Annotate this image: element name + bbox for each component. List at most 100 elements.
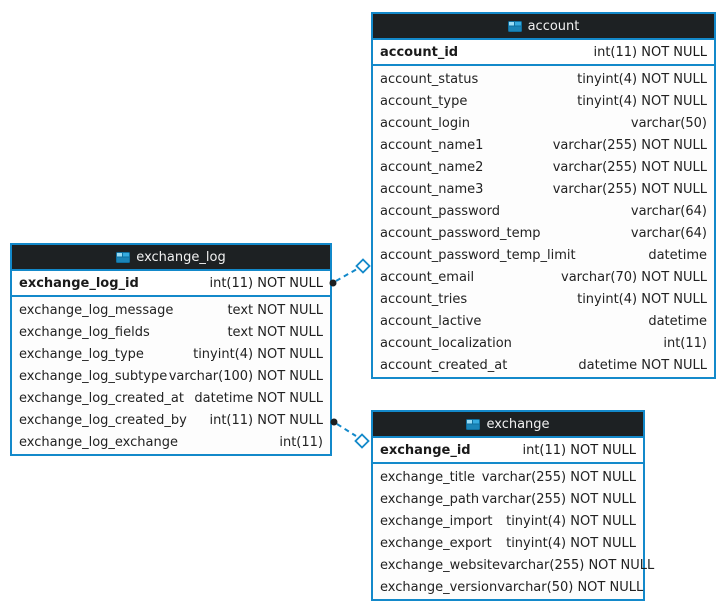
column-name: account_status xyxy=(380,71,479,87)
relationship-diamond xyxy=(354,433,370,449)
column-name: exchange_title xyxy=(380,469,475,485)
table-row[interactable]: account_created_at datetime NOT NULL xyxy=(373,354,714,376)
column-type: tinyint(4) NOT NULL xyxy=(506,513,636,529)
column-name: account_name3 xyxy=(380,181,484,197)
column-name: account_email xyxy=(380,269,475,285)
column-type: tinyint(4) NOT NULL xyxy=(193,346,323,362)
column-name: exchange_log_exchange xyxy=(19,434,178,450)
column-type: int(11) xyxy=(663,335,707,351)
table-title: account xyxy=(527,18,580,34)
column-name: account_id xyxy=(380,44,459,60)
column-type: tinyint(4) NOT NULL xyxy=(506,535,636,551)
table-row[interactable]: account_status tinyint(4) NOT NULL xyxy=(373,68,714,90)
column-type: varchar(50) xyxy=(630,115,707,131)
table-row[interactable]: account_password_temp_limit datetime xyxy=(373,244,714,266)
column-name: exchange_log_type xyxy=(19,346,144,362)
table-row[interactable]: exchange_log_fields text NOT NULL xyxy=(12,321,330,343)
column-type: int(11) NOT NULL xyxy=(522,442,636,458)
table-row[interactable]: exchange_log_exchange int(11) xyxy=(12,431,330,453)
pk-row[interactable]: account_id int(11) NOT NULL xyxy=(373,40,714,66)
column-name: account_login xyxy=(380,115,470,131)
column-type: varchar(70) NOT NULL xyxy=(561,269,707,285)
column-type: datetime xyxy=(648,313,707,329)
column-type: int(11) NOT NULL xyxy=(209,412,323,428)
column-type: tinyint(4) NOT NULL xyxy=(577,71,707,87)
column-name: exchange_version xyxy=(380,579,498,595)
column-name: exchange_log_created_by xyxy=(19,412,187,428)
column-name: account_password_temp_limit xyxy=(380,247,576,263)
table-row[interactable]: exchange_log_created_at datetime NOT NULL xyxy=(12,387,330,409)
column-type: text NOT NULL xyxy=(227,324,323,340)
column-type: int(11) xyxy=(279,434,323,450)
table-exchange-log-header[interactable]: exchange_log xyxy=(12,245,330,271)
column-name: exchange_log_message xyxy=(19,302,174,318)
column-type: tinyint(4) NOT NULL xyxy=(577,291,707,307)
column-type: datetime xyxy=(648,247,707,263)
column-name: exchange_log_id xyxy=(19,275,139,291)
column-name: account_lactive xyxy=(380,313,482,329)
column-type: text NOT NULL xyxy=(227,302,323,318)
table-row[interactable]: exchange_log_message text NOT NULL xyxy=(12,299,330,321)
relationship-exchange-log-exchange[interactable] xyxy=(330,418,370,449)
column-type: datetime NOT NULL xyxy=(578,357,707,373)
column-name: exchange_id xyxy=(380,442,471,458)
table-account[interactable]: account account_id int(11) NOT NULL acco… xyxy=(371,12,716,379)
column-type: varchar(64) xyxy=(630,225,707,241)
table-row[interactable]: account_email varchar(70) NOT NULL xyxy=(373,266,714,288)
column-type: varchar(255) NOT NULL xyxy=(552,137,707,153)
column-name: exchange_website xyxy=(380,557,500,573)
column-type: varchar(64) xyxy=(630,203,707,219)
table-row[interactable]: account_lactive datetime xyxy=(373,310,714,332)
table-row[interactable]: account_login varchar(50) xyxy=(373,112,714,134)
table-icon xyxy=(507,20,522,32)
table-row[interactable]: account_type tinyint(4) NOT NULL xyxy=(373,90,714,112)
column-name: account_name2 xyxy=(380,159,484,175)
table-row[interactable]: account_name1 varchar(255) NOT NULL xyxy=(373,134,714,156)
table-exchange-log[interactable]: exchange_log exchange_log_id int(11) NOT… xyxy=(10,243,332,456)
relationship-diamond xyxy=(355,258,371,274)
column-name: exchange_log_fields xyxy=(19,324,150,340)
table-row[interactable]: exchange_log_created_by int(11) NOT NULL xyxy=(12,409,330,431)
column-list: account_status tinyint(4) NOT NULL accoun… xyxy=(373,66,714,377)
column-name: account_created_at xyxy=(380,357,508,373)
table-title: exchange xyxy=(486,416,550,432)
column-name: account_password xyxy=(380,203,501,219)
column-type: int(11) NOT NULL xyxy=(209,275,323,291)
column-name: exchange_path xyxy=(380,491,480,507)
column-type: varchar(255) NOT NULL xyxy=(499,557,655,573)
column-type: varchar(50) NOT NULL xyxy=(497,579,644,595)
table-exchange[interactable]: exchange exchange_id int(11) NOT NULL ex… xyxy=(371,410,654,601)
table-title: exchange_log xyxy=(136,249,226,265)
table-account-header[interactable]: account xyxy=(373,14,714,40)
table-row[interactable]: account_localization int(11) xyxy=(373,332,714,354)
column-name: account_name1 xyxy=(380,137,484,153)
table-row[interactable]: account_name2 varchar(255) NOT NULL xyxy=(373,156,714,178)
column-type: varchar(255) NOT NULL xyxy=(481,491,636,507)
column-name: account_password_temp xyxy=(380,225,541,241)
column-type: tinyint(4) NOT NULL xyxy=(577,93,707,109)
relationship-exchange-log-account[interactable] xyxy=(329,258,371,287)
table-exchange-header[interactable]: exchange xyxy=(373,412,643,438)
table-row[interactable]: account_password_temp varchar(64) xyxy=(373,222,714,244)
column-type: varchar(255) NOT NULL xyxy=(552,159,707,175)
table-row[interactable]: exchange_log_type tinyint(4) NOT NULL xyxy=(12,343,330,365)
column-name: account_localization xyxy=(380,335,512,351)
column-name: account_type xyxy=(380,93,468,109)
pk-row[interactable]: exchange_id int(11) NOT NULL xyxy=(373,438,643,464)
pk-row[interactable]: exchange_log_id int(11) NOT NULL xyxy=(12,271,330,297)
column-type: datetime NOT NULL xyxy=(194,390,323,406)
column-name: exchange_log_created_at xyxy=(19,390,184,406)
table-row[interactable]: account_password varchar(64) xyxy=(373,200,714,222)
